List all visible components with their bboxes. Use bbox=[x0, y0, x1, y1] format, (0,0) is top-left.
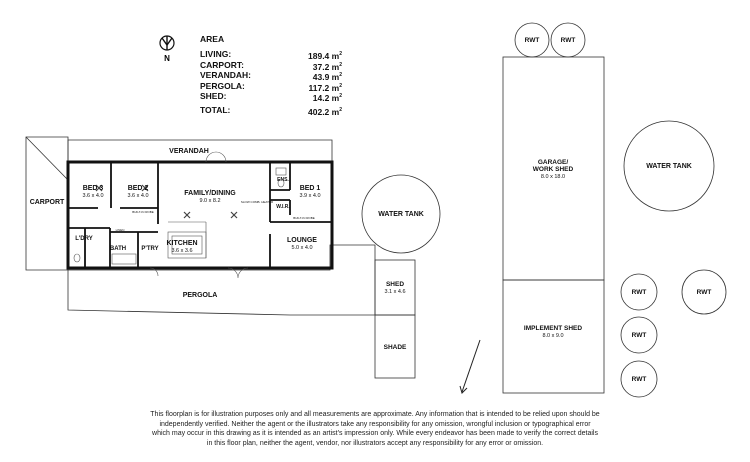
shade-outline bbox=[374, 314, 416, 379]
disclaimer-text: This floorplan is for illustration purpo… bbox=[150, 411, 600, 447]
garage-label-line1: GARAGE/ bbox=[538, 159, 569, 166]
rwt-tank-1 bbox=[514, 22, 550, 58]
verandah-label: VERANDAH bbox=[169, 148, 209, 155]
area-row-value: 43.9 m2 bbox=[312, 71, 342, 82]
water-tank-2 bbox=[623, 120, 715, 212]
bathroom-fixtures bbox=[73, 167, 287, 265]
area-row: LIVING: 189.4 m2 bbox=[200, 49, 342, 61]
slow-combustion-label: SLOW COMB. HEATER bbox=[241, 200, 274, 204]
area-row-value: 14.2 m2 bbox=[312, 92, 342, 103]
area-row-label: PERGOLA: bbox=[200, 80, 245, 91]
pantry-label: P'TRY bbox=[141, 246, 158, 252]
bath-label: BATH bbox=[110, 246, 126, 252]
pergola-label: PERGOLA bbox=[183, 292, 218, 299]
house-outline bbox=[66, 160, 334, 270]
kitchen-label: KITCHEN bbox=[166, 240, 197, 247]
direction-arrow-icon bbox=[459, 339, 481, 394]
rwt-tank-2 bbox=[550, 22, 586, 58]
ensuite-label: ENS. bbox=[277, 177, 289, 183]
bed2-size: 3.6 x 4.0 bbox=[127, 193, 148, 199]
area-row: CARPORT: 37.2 m2 bbox=[200, 59, 342, 72]
kitchen-size: 3.6 x 3.6 bbox=[171, 248, 192, 254]
bed2-label: BED 2 bbox=[128, 185, 149, 192]
lounge-label: LOUNGE bbox=[287, 237, 317, 244]
area-title: AREA bbox=[200, 34, 225, 44]
shed-label: SHED bbox=[386, 281, 404, 288]
water-tank-1-label: WATER TANK bbox=[378, 211, 424, 218]
rwt-label-3: RWT bbox=[632, 289, 647, 296]
linen-label: LINEN bbox=[116, 228, 125, 232]
north-arrow-icon: N bbox=[159, 35, 175, 63]
lounge-size: 5.0 x 4.0 bbox=[291, 245, 312, 251]
family-dining-label: FAMILY/DINING bbox=[184, 190, 236, 197]
area-rows: LIVING: 189.4 m2 CARPORT: 37.2 m2 VERANDAH: 4… bbox=[200, 49, 342, 103]
implement-shed-outline bbox=[502, 279, 605, 394]
rwt-tank-6 bbox=[620, 360, 658, 398]
shade-label: SHADE bbox=[384, 344, 407, 351]
rwt-label-5: RWT bbox=[632, 332, 647, 339]
area-row-value: 117.2 m2 bbox=[308, 82, 342, 93]
area-row: VERANDAH: 43.9 m2 bbox=[200, 70, 342, 82]
bed1-size: 3.9 x 4.0 bbox=[299, 193, 320, 199]
laundry-label: L'DRY bbox=[75, 236, 93, 242]
rwt-label-6: RWT bbox=[632, 376, 647, 383]
area-row-label: VERANDAH: bbox=[200, 70, 251, 80]
built-in-robe-label-2: BUILT-IN ROBE bbox=[293, 216, 314, 220]
bed3-size: 3.6 x 4.0 bbox=[82, 193, 103, 199]
wir-label: W.I.R. bbox=[276, 204, 290, 210]
area-row: PERGOLA: 117.2 m2 bbox=[200, 80, 342, 93]
rwt-tank-5 bbox=[620, 316, 658, 354]
pergola-outline bbox=[67, 244, 376, 316]
bed3-label: BED 3 bbox=[83, 185, 104, 192]
interior-walls bbox=[68, 162, 332, 268]
water-tank-2-label: WATER TANK bbox=[646, 163, 692, 170]
built-in-robe-label-1: BUILT-IN ROBE bbox=[132, 210, 153, 214]
family-dining-size: 9.0 x 8.2 bbox=[199, 198, 220, 204]
rwt-label-2: RWT bbox=[561, 37, 576, 44]
area-total-label: TOTAL: bbox=[200, 104, 231, 115]
implement-shed-size: 8.0 x 9.0 bbox=[542, 333, 563, 339]
carport-label: CARPORT bbox=[30, 199, 65, 206]
kitchen-bench bbox=[167, 221, 207, 259]
door-symbols bbox=[149, 151, 249, 279]
garage-size: 8.0 x 18.0 bbox=[541, 174, 565, 180]
rwt-label-4: RWT bbox=[697, 289, 712, 296]
area-total-value: 402.2 m2 bbox=[308, 106, 342, 117]
garage-label-line2: WORK SHED bbox=[533, 166, 574, 173]
floor-plan: VERANDAH CARPORT BED 3 3.6 x 4.0 BED 2 3… bbox=[25, 22, 727, 398]
north-label: N bbox=[164, 54, 170, 63]
area-row: SHED: 14.2 m2 bbox=[200, 91, 342, 103]
ceiling-fan-icons bbox=[95, 184, 238, 219]
rwt-tank-3 bbox=[620, 273, 658, 311]
area-row-label: CARPORT: bbox=[200, 59, 244, 70]
area-row-label: SHED: bbox=[200, 91, 227, 101]
area-row-value: 37.2 m2 bbox=[312, 61, 342, 72]
implement-shed-label: IMPLEMENT SHED bbox=[524, 325, 582, 332]
shed-size: 3.1 x 4.6 bbox=[384, 289, 405, 295]
bed1-label: BED 1 bbox=[300, 185, 321, 192]
rwt-label-1: RWT bbox=[525, 37, 540, 44]
rwt-tank-4 bbox=[681, 269, 727, 315]
area-total-row: TOTAL: 402.2 m2 bbox=[200, 104, 342, 117]
water-tank-1 bbox=[361, 174, 441, 254]
area-row-value: 189.4 m2 bbox=[308, 50, 342, 61]
area-row-label: LIVING: bbox=[200, 49, 232, 59]
